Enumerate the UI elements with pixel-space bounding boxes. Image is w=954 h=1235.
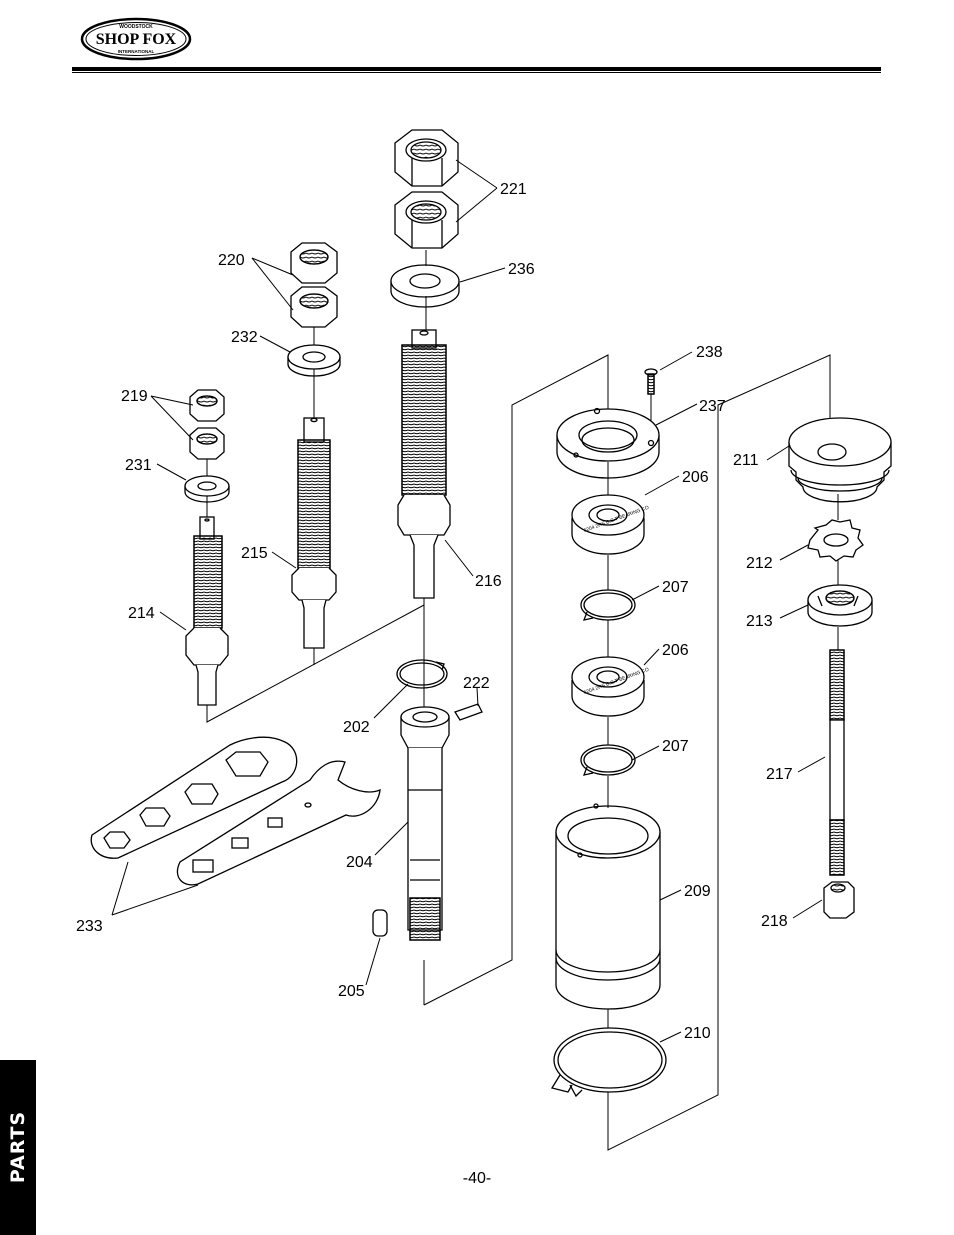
callout-220: 220 (218, 252, 245, 269)
callout-231: 231 (125, 457, 152, 474)
part-232-washer (287, 344, 341, 377)
callout-233: 233 (76, 918, 103, 935)
shop-fox-logo: WOODSTOCK SHOP FOX INTERNATIONAL (80, 17, 192, 61)
parts-section-label: PARTS (7, 1110, 29, 1184)
callout-216: 216 (475, 573, 502, 590)
part-218-nut (823, 881, 855, 919)
part-216-threaded-spindle (397, 329, 451, 599)
part-220-nut-top (290, 242, 338, 284)
part-202-snap-ring (396, 659, 448, 689)
logo-top-text: WOODSTOCK (119, 24, 153, 30)
callout-232: 232 (231, 329, 258, 346)
callout-217: 217 (766, 766, 793, 783)
callout-202: 202 (343, 719, 370, 736)
callout-206-lower: 206 (662, 642, 689, 659)
callout-209: 209 (684, 883, 711, 900)
part-217-threaded-rod (829, 649, 845, 876)
part-204-shaft (400, 706, 450, 941)
part-206-bearing-lower (571, 656, 645, 717)
part-213-slotted-nut (807, 584, 873, 627)
assembly-lines-left (206, 250, 609, 1006)
logo-brand-text: SHOP FOX (96, 31, 177, 48)
callout-207-upper: 207 (662, 579, 689, 596)
part-206-bearing-upper (571, 494, 645, 555)
part-207-retaining-ring-lower (580, 744, 636, 776)
callout-213: 213 (746, 613, 773, 630)
assembly-lines-middle (607, 354, 831, 1151)
callout-237: 237 (699, 398, 726, 415)
callout-210: 210 (684, 1025, 711, 1042)
part-222-pin (454, 703, 483, 721)
part-210-retaining-ring (550, 1027, 667, 1098)
part-214-threaded-rod (185, 516, 229, 706)
header-rule (72, 67, 881, 71)
part-207-retaining-ring-upper (580, 589, 636, 621)
part-238-screw (644, 368, 658, 425)
page-number: -40- (462, 1170, 492, 1187)
part-215-threaded-rod (291, 417, 337, 649)
part-205-key (372, 909, 388, 937)
callout-236: 236 (508, 261, 535, 278)
part-233-wrench-b (176, 760, 381, 886)
parts-section-tab (0, 1060, 36, 1235)
callout-204: 204 (346, 854, 373, 871)
part-221-hex-nut-bottom (394, 191, 459, 249)
callout-215: 215 (241, 545, 268, 562)
callout-214: 214 (128, 605, 155, 622)
part-212-lock-washer (807, 519, 864, 562)
header-rule-thin (72, 72, 881, 73)
part-220-nut-bottom (290, 286, 338, 328)
part-237-flange (556, 407, 660, 479)
part-219-nut-top (189, 389, 225, 422)
callout-222: 222 (463, 675, 490, 692)
part-221-hex-nut-top (394, 129, 459, 187)
part-211-cap (788, 417, 892, 503)
part-233-wrench-a (90, 736, 298, 859)
callout-211: 211 (733, 452, 759, 469)
callout-238: 238 (696, 344, 723, 361)
part-209-housing (555, 803, 661, 1010)
callout-205: 205 (338, 983, 365, 1000)
callout-212: 212 (746, 555, 773, 572)
callout-219: 219 (121, 388, 148, 405)
callout-218: 218 (761, 913, 788, 930)
callout-221: 221 (500, 181, 527, 198)
logo-bottom-text: INTERNATIONAL (118, 49, 155, 54)
callout-207-lower: 207 (662, 738, 689, 755)
part-219-nut-bottom (189, 427, 225, 460)
leader-lines (111, 159, 826, 1043)
part-236-washer (390, 264, 460, 308)
callout-206-upper: 206 (682, 469, 709, 486)
